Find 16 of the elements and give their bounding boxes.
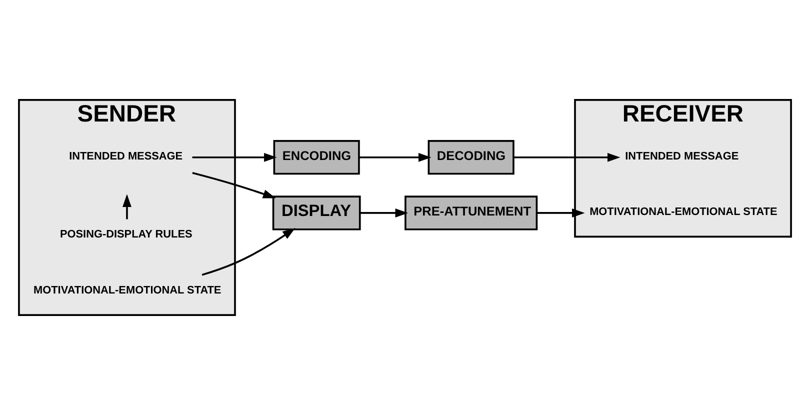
arrow [536,208,585,217]
arrow [202,228,296,276]
node-box: DECODING [428,140,514,174]
node-box: ENCODING [273,140,360,174]
arrow [514,152,620,162]
node-text: INTENDED MESSAGE [625,150,739,162]
node-box: DISPLAY [272,195,361,230]
arrow [359,152,432,162]
arrow [192,152,277,162]
node-text: MOTIVATIONAL-EMOTIONAL STATE [590,205,778,218]
node-box: PRE-ATTUNEMENT [404,195,538,230]
node-text: INTENDED MESSAGE [69,150,183,162]
node-text: POSING-DISPLAY RULES [60,228,192,240]
node-text: MOTIVATIONAL-EMOTIONAL STATE [34,284,222,296]
arrow [192,171,276,198]
arrow [360,208,408,217]
